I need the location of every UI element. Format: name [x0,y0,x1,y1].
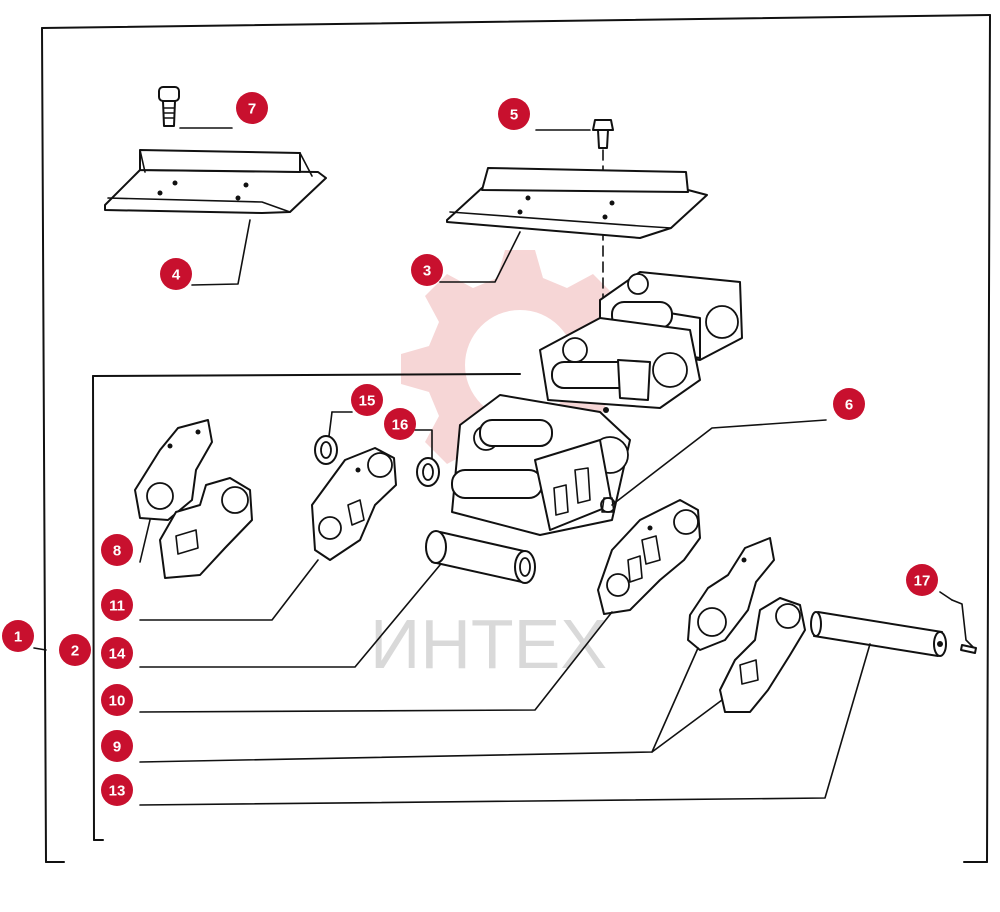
callout-number: 9 [113,739,121,756]
callout-badge [59,634,91,666]
callout-11: 11 [101,589,133,621]
callout-15: 15 [351,384,383,416]
callout-number: 16 [392,417,409,434]
callout-2: 2 [59,634,91,666]
callout-16: 16 [384,408,416,440]
bushing-part-14 [425,530,536,584]
leader-lines [33,127,953,806]
seal-part-16 [416,457,440,487]
seal-part-15 [314,435,338,465]
callout-number: 4 [172,267,181,284]
callout-10: 10 [101,684,133,716]
callout-number: 17 [914,573,931,590]
master-link-part-8 [134,419,253,579]
watermark-text: ИНТЕХ [370,605,607,683]
callout-number: 14 [109,646,126,663]
callout-badge [101,730,133,762]
callout-number: 6 [845,397,853,414]
callout-badge [351,384,383,416]
callout-8: 8 [101,534,133,566]
callout-number: 10 [109,693,126,710]
callout-badge [384,408,416,440]
callout-14: 14 [101,637,133,669]
callout-layer: 1 2 3 4 5 6 7 8 9 10 11 13 14 15 16 17 [2,92,938,806]
callout-6: 6 [833,388,865,420]
callout-badge [498,98,530,130]
bolt-part-7 [158,86,180,127]
callout-badge [101,684,133,716]
track-shoe-part-3 [446,167,708,239]
track-shoe-part-4 [104,149,327,214]
callout-number: 3 [423,263,431,280]
callout-badge [101,637,133,669]
callout-number: 8 [113,543,121,560]
callout-17: 17 [906,564,938,596]
callout-4: 4 [160,258,192,290]
callout-7: 7 [236,92,268,124]
callout-number: 15 [359,393,376,410]
callout-number: 2 [71,643,79,660]
master-link-part-9 [687,537,806,713]
callout-3: 3 [411,254,443,286]
link-part-11 [311,447,397,561]
outer-frame [41,14,991,863]
callout-badge [411,254,443,286]
callout-number: 7 [248,101,256,118]
callout-number: 11 [109,598,125,615]
callout-badge [906,564,938,596]
callout-badge [101,534,133,566]
callout-number: 5 [510,107,518,124]
track-chain-assembly [451,271,743,536]
inner-frame [92,373,521,841]
bolt-part-5 [592,119,614,149]
callout-number: 1 [14,629,22,646]
callout-badge [2,620,34,652]
callout-badge [101,589,133,621]
callout-number: 13 [109,783,126,800]
callout-13: 13 [101,774,133,806]
pin-part-13 [810,611,947,657]
callout-1: 1 [2,620,34,652]
link-part-10 [597,499,701,615]
callout-badge [160,258,192,290]
callout-9: 9 [101,730,133,762]
callout-badge [101,774,133,806]
callout-badge [236,92,268,124]
callout-5: 5 [498,98,530,130]
callout-badge [833,388,865,420]
pin-part-17 [951,599,977,654]
